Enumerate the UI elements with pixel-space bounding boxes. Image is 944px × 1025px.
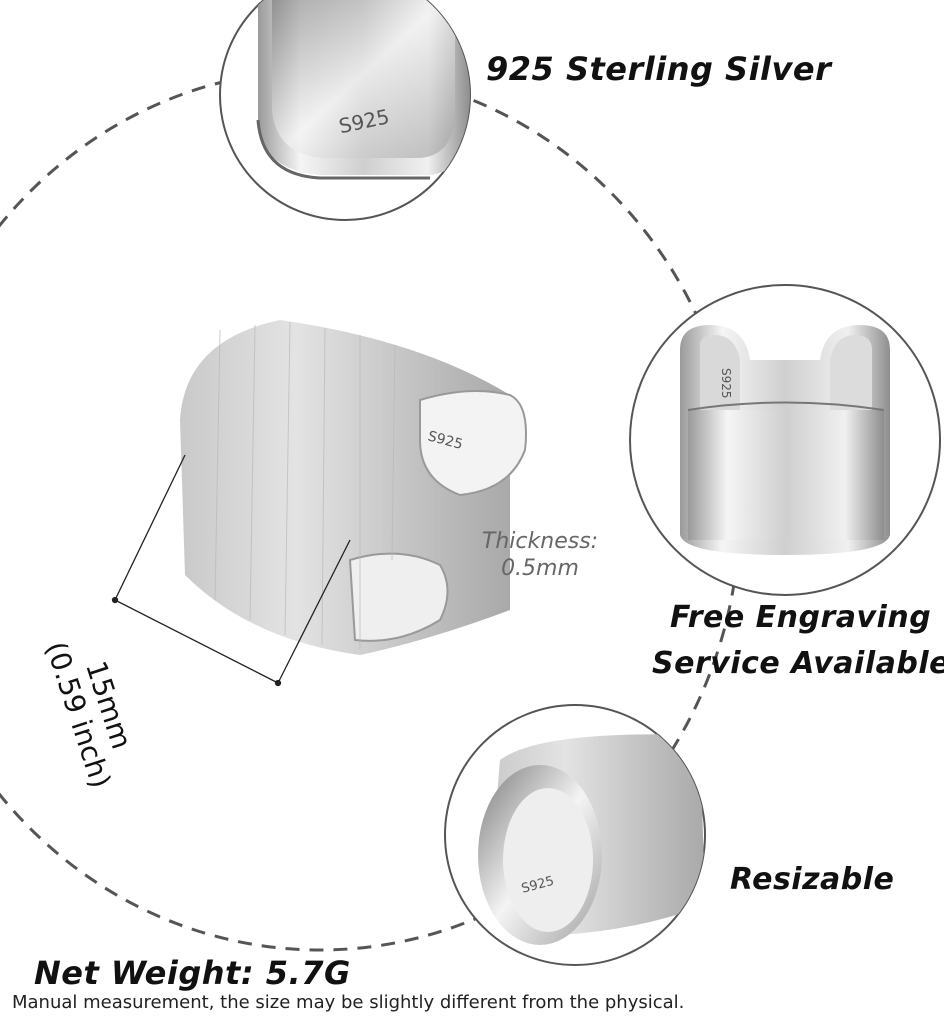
stamp-text-right: S925 (719, 368, 733, 399)
net-weight-label: Net Weight: 5.7G (34, 954, 351, 992)
thickness-callout: Thickness: 0.5mm (470, 528, 610, 582)
measurement-disclaimer: Manual measurement, the size may be slig… (12, 992, 685, 1013)
engraving-label-line2: Service Available (652, 646, 944, 681)
detail-circle-polished: S925 (629, 284, 941, 596)
detail-circle-resizable: S925 (444, 704, 706, 966)
engraving-label-line1: Free Engraving (670, 600, 932, 635)
main-ring: S925 (180, 320, 527, 655)
dimension-lines (111, 454, 351, 687)
detail-circle-stamp: S925 (219, 0, 471, 221)
thickness-label: Thickness: (481, 529, 599, 554)
material-label: 925 Sterling Silver (486, 50, 832, 88)
thickness-value: 0.5mm (501, 556, 579, 581)
resizable-label: Resizable (730, 862, 895, 897)
